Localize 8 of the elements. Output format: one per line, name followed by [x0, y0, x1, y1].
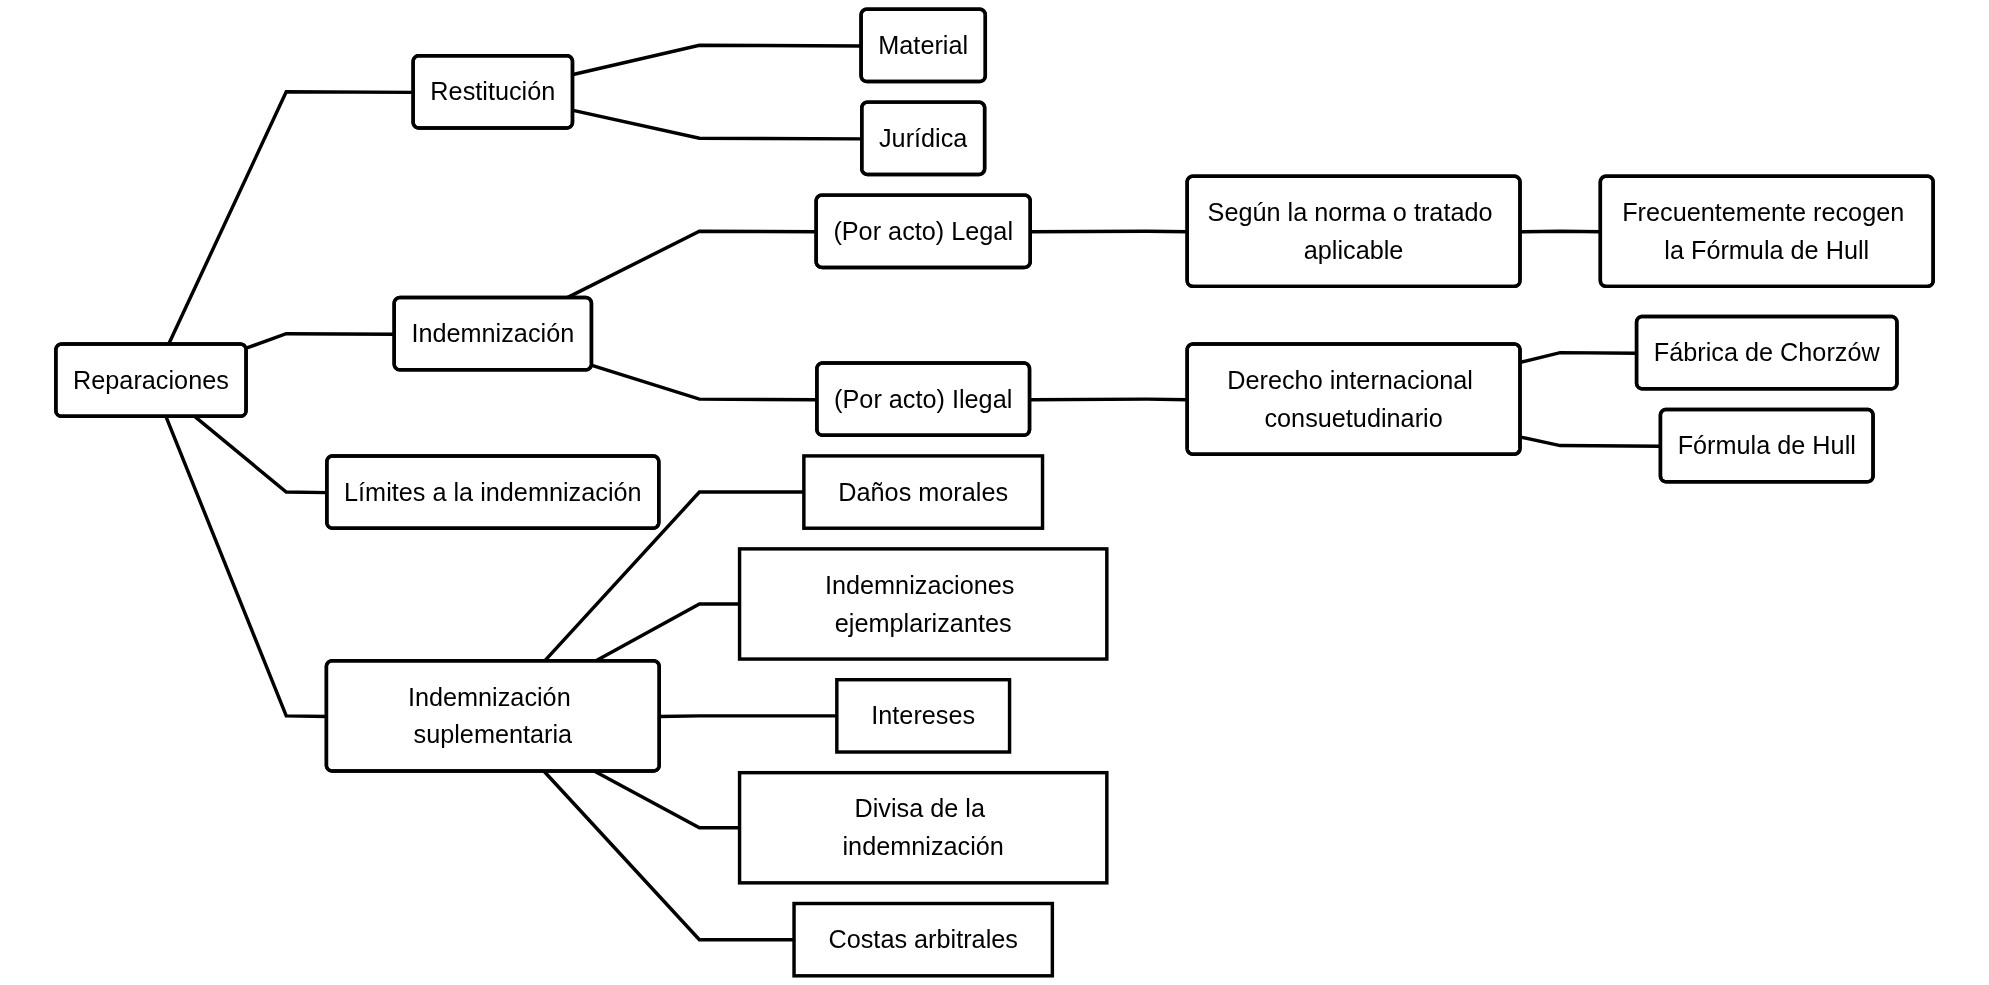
node-box: Divisa de la indemnización [737, 770, 1109, 885]
node-box: Indemnizaciones ejemplarizantes [737, 547, 1109, 661]
connector [194, 415, 328, 495]
node-box: Intereses [835, 678, 1012, 754]
connector [164, 416, 327, 719]
node-box: Daños morales [802, 454, 1045, 530]
connector [591, 363, 818, 402]
node-box: Costas arbitrales [792, 901, 1055, 978]
